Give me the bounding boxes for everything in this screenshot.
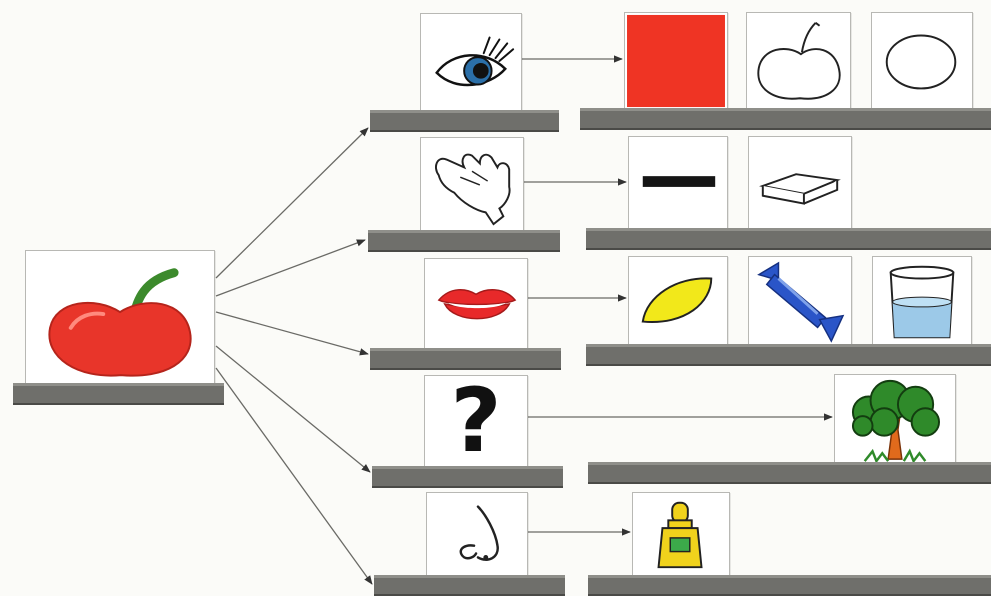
black-bar-card [628,136,728,230]
question-mark-icon: ? [425,378,527,464]
arrow-apple-to-nose [216,368,372,584]
eye-properties-shelf [580,108,991,130]
nose-card [426,492,528,576]
eye-shelf [370,110,559,132]
question-shelf [372,466,563,488]
water-glass-icon [873,257,971,347]
circle-outline-card [871,12,973,110]
arrow-apple-to-hand [216,240,365,296]
eye-card [420,13,522,111]
apple-outline-icon [747,13,850,109]
lemon-card [628,256,728,348]
eye-icon [421,14,521,110]
mouth-icon [425,259,527,349]
candy-card [748,256,852,348]
arrow-apple-to-eye [216,128,368,278]
apple-icon [26,251,214,383]
perfume-bottle-icon [633,493,729,575]
question-properties-shelf [588,462,991,484]
question-card: ? [424,375,528,469]
candy-icon [749,257,851,347]
tree-card [834,374,956,466]
hand-icon [421,138,523,230]
arrow-apple-to-question [216,346,370,472]
mouth-shelf [370,348,561,370]
hand-properties-shelf [586,228,991,250]
perfume-bottle-card [632,492,730,576]
flat-block-card [748,136,852,230]
nose-shelf [374,575,565,596]
apple-card [25,250,215,384]
black-bar-icon [629,137,727,229]
lemon-icon [629,257,727,347]
red-square-card [624,12,728,110]
tree-icon [835,375,955,465]
hand-card [420,137,524,231]
apple-shelf [13,383,224,405]
circle-outline-icon [872,13,972,109]
nose-icon [427,493,527,575]
red-square-icon [625,13,727,109]
apple-outline-card [746,12,851,110]
mouth-card [424,258,528,350]
flat-block-icon [749,137,851,229]
hand-shelf [368,230,560,252]
nose-properties-shelf [588,575,991,596]
mouth-properties-shelf [586,344,991,366]
water-glass-card [872,256,972,348]
arrow-apple-to-mouth [216,312,368,354]
